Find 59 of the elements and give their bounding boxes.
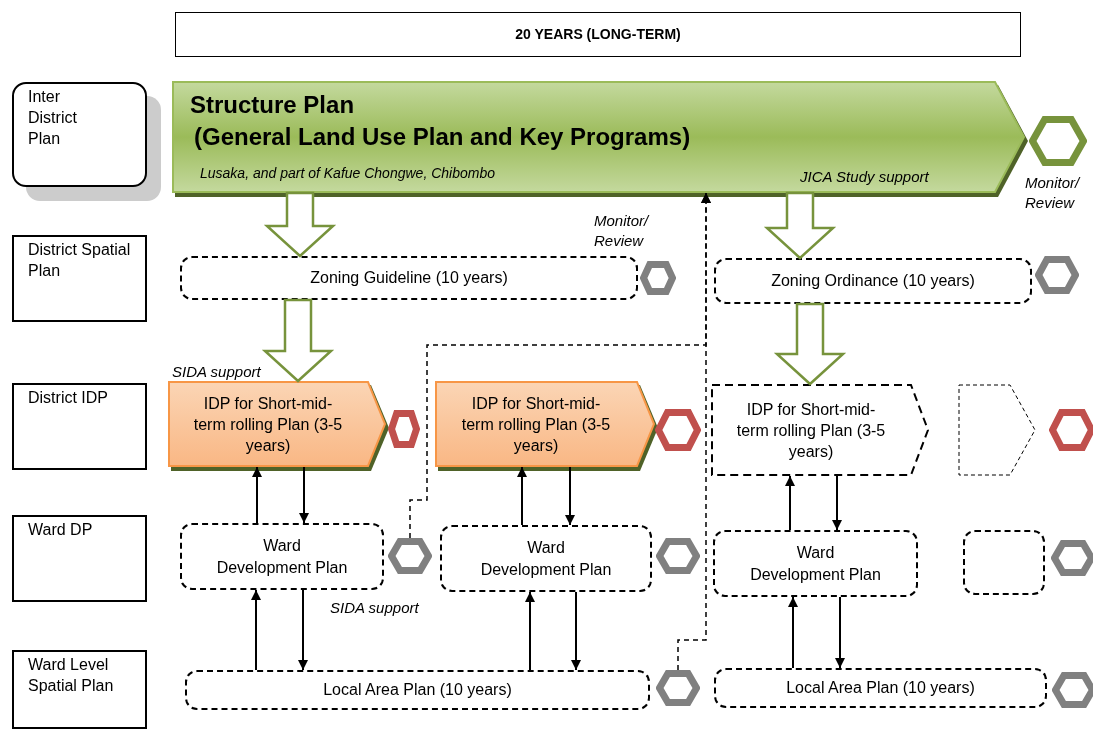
review-hexagon xyxy=(656,538,700,574)
level-box xyxy=(12,235,147,322)
plan-label: Ward Development Plan xyxy=(215,535,349,578)
level-box xyxy=(12,383,147,470)
note-label: SIDA support xyxy=(330,598,419,618)
block-arrow xyxy=(263,191,337,258)
review-hexagon xyxy=(656,670,700,706)
dashed-arrow xyxy=(677,192,711,671)
arrow xyxy=(835,596,845,669)
block-arrow xyxy=(773,302,847,386)
plan-label: Zoning Guideline (10 years) xyxy=(310,268,508,288)
review-hexagon xyxy=(1052,672,1093,708)
arrow xyxy=(832,475,842,531)
note-label: Monitor/ Review xyxy=(1025,173,1082,213)
arrow xyxy=(517,466,527,526)
arrow xyxy=(788,596,798,669)
plan-box xyxy=(714,258,1032,304)
plan-box xyxy=(440,525,652,592)
level-label: Ward DP xyxy=(28,520,94,540)
review-hexagon xyxy=(1029,116,1087,166)
level-box xyxy=(12,515,147,602)
review-hexagon xyxy=(1035,256,1079,294)
level-label: Ward Level Spatial Plan xyxy=(28,655,115,696)
review-hexagon xyxy=(1051,540,1093,576)
level-box xyxy=(12,650,147,729)
level-label: District Spatial Plan xyxy=(28,240,132,281)
arrow xyxy=(571,591,581,671)
plan-label: Zoning Ordinance (10 years) xyxy=(771,271,975,291)
timeframe-banner xyxy=(175,12,1021,57)
plan-label: Ward Development Plan xyxy=(479,537,613,580)
plan-label: Local Area Plan (10 years) xyxy=(323,680,512,700)
arrow xyxy=(299,466,309,524)
arrow xyxy=(252,466,262,524)
review-hexagon xyxy=(655,409,701,451)
plan-label: Ward Development Plan xyxy=(749,542,882,585)
empty-arrow-shape xyxy=(958,384,1036,476)
plan-box xyxy=(714,668,1047,708)
arrow xyxy=(565,466,575,526)
arrow xyxy=(525,591,535,671)
plan-label: IDP for Short-mid-term rolling Plan (3-5 years) xyxy=(735,399,887,462)
arrow xyxy=(298,589,308,671)
timeframe-label: 20 YEARS (LONG-TERM) xyxy=(515,25,681,44)
level-label: Inter District Plan xyxy=(28,87,78,149)
plan-box xyxy=(180,523,384,590)
plan-arrow-shape xyxy=(711,384,929,476)
plan-box xyxy=(713,530,918,597)
level-label: District IDP xyxy=(28,388,109,408)
block-arrow xyxy=(763,191,837,260)
note-label: SIDA support xyxy=(172,362,261,382)
plan-label: Local Area Plan (10 years) xyxy=(786,678,975,698)
plan-box xyxy=(185,670,650,710)
review-hexagon xyxy=(640,261,676,295)
plan-box xyxy=(180,256,638,300)
arrow xyxy=(785,475,795,531)
review-hexagon xyxy=(388,538,432,574)
review-hexagon xyxy=(1049,409,1093,451)
arrow xyxy=(251,589,261,671)
empty-box xyxy=(963,530,1045,595)
block-arrow xyxy=(261,298,335,383)
